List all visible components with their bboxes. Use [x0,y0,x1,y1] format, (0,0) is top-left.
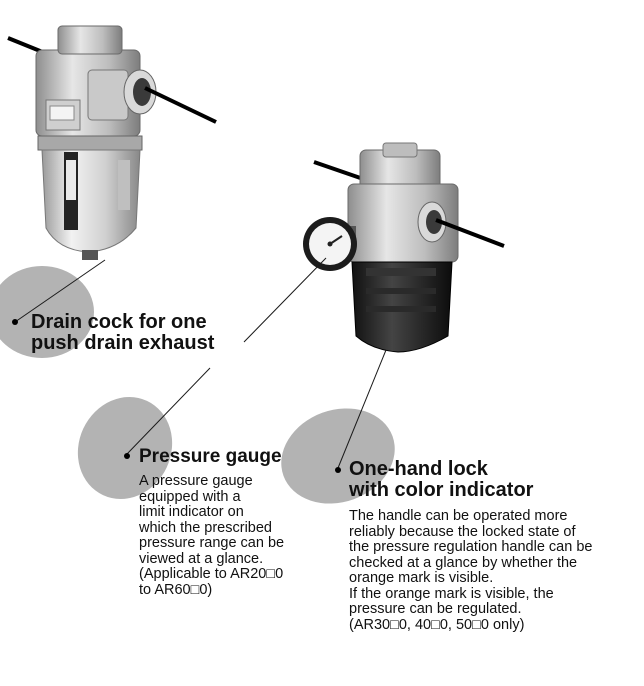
lock-body-line-7: pressure can be regulated. [349,601,522,617]
lock-highlight-ellipse [281,408,395,504]
gauge-body-line-2: equipped with a [139,488,241,505]
lock-body-line-2: reliably because the locked state of [349,523,576,540]
lock-body-line-5: orange mark is visible. [349,570,494,586]
gauge-body-line-7: (Applicable to AR20□0 [139,566,284,582]
one-hand-lock-description: The handle can be operated more reliably… [349,508,639,633]
drain-highlight-ellipse [0,266,94,358]
gauge-leader-line-lower [126,367,211,455]
pressure-gauge-title: Pressure gauge [139,446,282,467]
drain-leader-line [14,259,106,323]
lock-title-line-1: One-hand lock [349,458,488,480]
drain-title-line-1: Drain cock for one [31,311,207,333]
one-hand-lock-title: One-hand lock with color indicator [349,459,533,501]
gauge-highlight-ellipse [77,397,173,499]
gauge-body-line-6: viewed at a glance. [139,550,264,567]
lock-body-line-4: checked at a glance by whether the [349,554,578,571]
lock-leader-line [337,349,387,469]
gauge-body-line-5: pressure range can be [139,535,285,551]
gauge-leader-line-upper [243,257,327,343]
lock-body-line-6: If the orange mark is visible, the [349,585,554,602]
lock-callout-dot [335,467,341,473]
air-filter-unit [7,25,217,260]
gauge-body-line-8: to AR60□0) [139,581,213,598]
drain-callout-dot [12,319,18,325]
gauge-body-line-4: which the prescribed [139,519,272,536]
drain-cock-title: Drain cock for one push drain exhaust [31,312,214,354]
pressure-regulator-unit [303,142,505,353]
regulator-shaft-right [435,218,505,248]
lock-body-line-1: The handle can be operated more [349,508,568,524]
lock-body-line-8: (AR30□0, 40□0, 50□0 only) [349,616,525,633]
lock-title-line-2: with color indicator [349,479,534,501]
drain-title-line-2: push drain exhaust [31,332,215,354]
lock-body-line-3: the pressure regulation handle can be [349,539,593,555]
gauge-callout-dot [124,453,130,459]
gauge-body-line-1: A pressure gauge [139,473,253,489]
pressure-gauge-description: A pressure gauge equipped with a limit i… [139,473,319,598]
gauge-body-line-3: limit indicator on [139,504,244,520]
filter-shaft-right [144,86,217,124]
